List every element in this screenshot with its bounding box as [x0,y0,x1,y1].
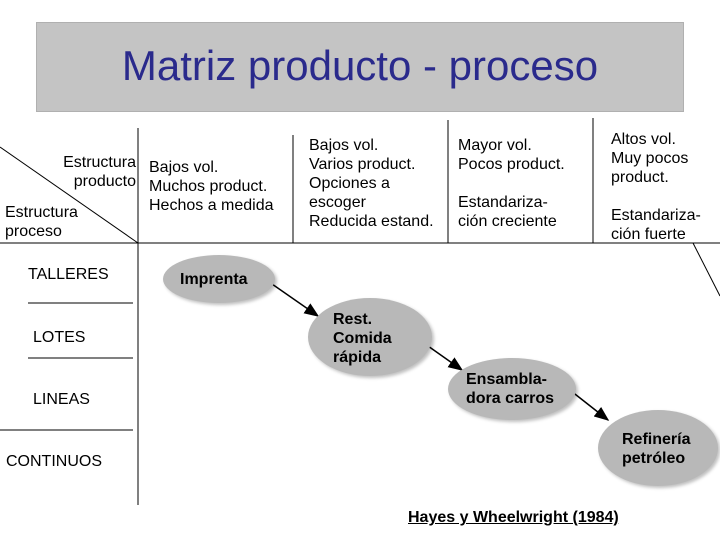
row-label-lineas: LINEAS [33,391,90,408]
reference-citation: Hayes y Wheelwright (1984) [408,509,619,526]
row-label-talleres: TALLERES [28,266,109,283]
example-blob-imprenta [163,255,275,303]
example-refineria-petroleo: Refinería petróleo [622,431,691,467]
example-blob-rest [308,298,432,376]
example-imprenta: Imprenta [180,271,248,288]
slide-title: Matriz producto - proceso [121,42,599,89]
title-bar: Matriz producto - proceso [36,22,684,112]
corner-process-structure: Estructura proceso [5,204,78,240]
row-label-lotes: LOTES [33,329,86,346]
example-blob-ensambladora [448,358,576,420]
column-header-4: Altos vol. Muy pocos product. Estandariz… [611,131,701,243]
row-label-continuos: CONTINUOS [6,453,102,470]
arrow-2 [427,345,464,371]
example-rest-comida-rapida: Rest. Comida rápida [333,311,392,366]
example-ensambladora-carros: Ensambla- dora carros [466,371,555,407]
column-header-1: Bajos vol. Muchos product. Hechos a medi… [149,159,274,214]
column-header-3: Mayor vol. Pocos product. Estandariza- c… [458,137,565,230]
corner-product-structure: Estructura producto [63,154,136,190]
right-diagonal [692,242,720,297]
column-header-2: Bajos vol. Varios product. Opciones a es… [309,137,434,230]
arrow-1 [271,283,320,317]
example-blob-refineria [598,410,718,486]
corner-diagonal [0,146,139,244]
